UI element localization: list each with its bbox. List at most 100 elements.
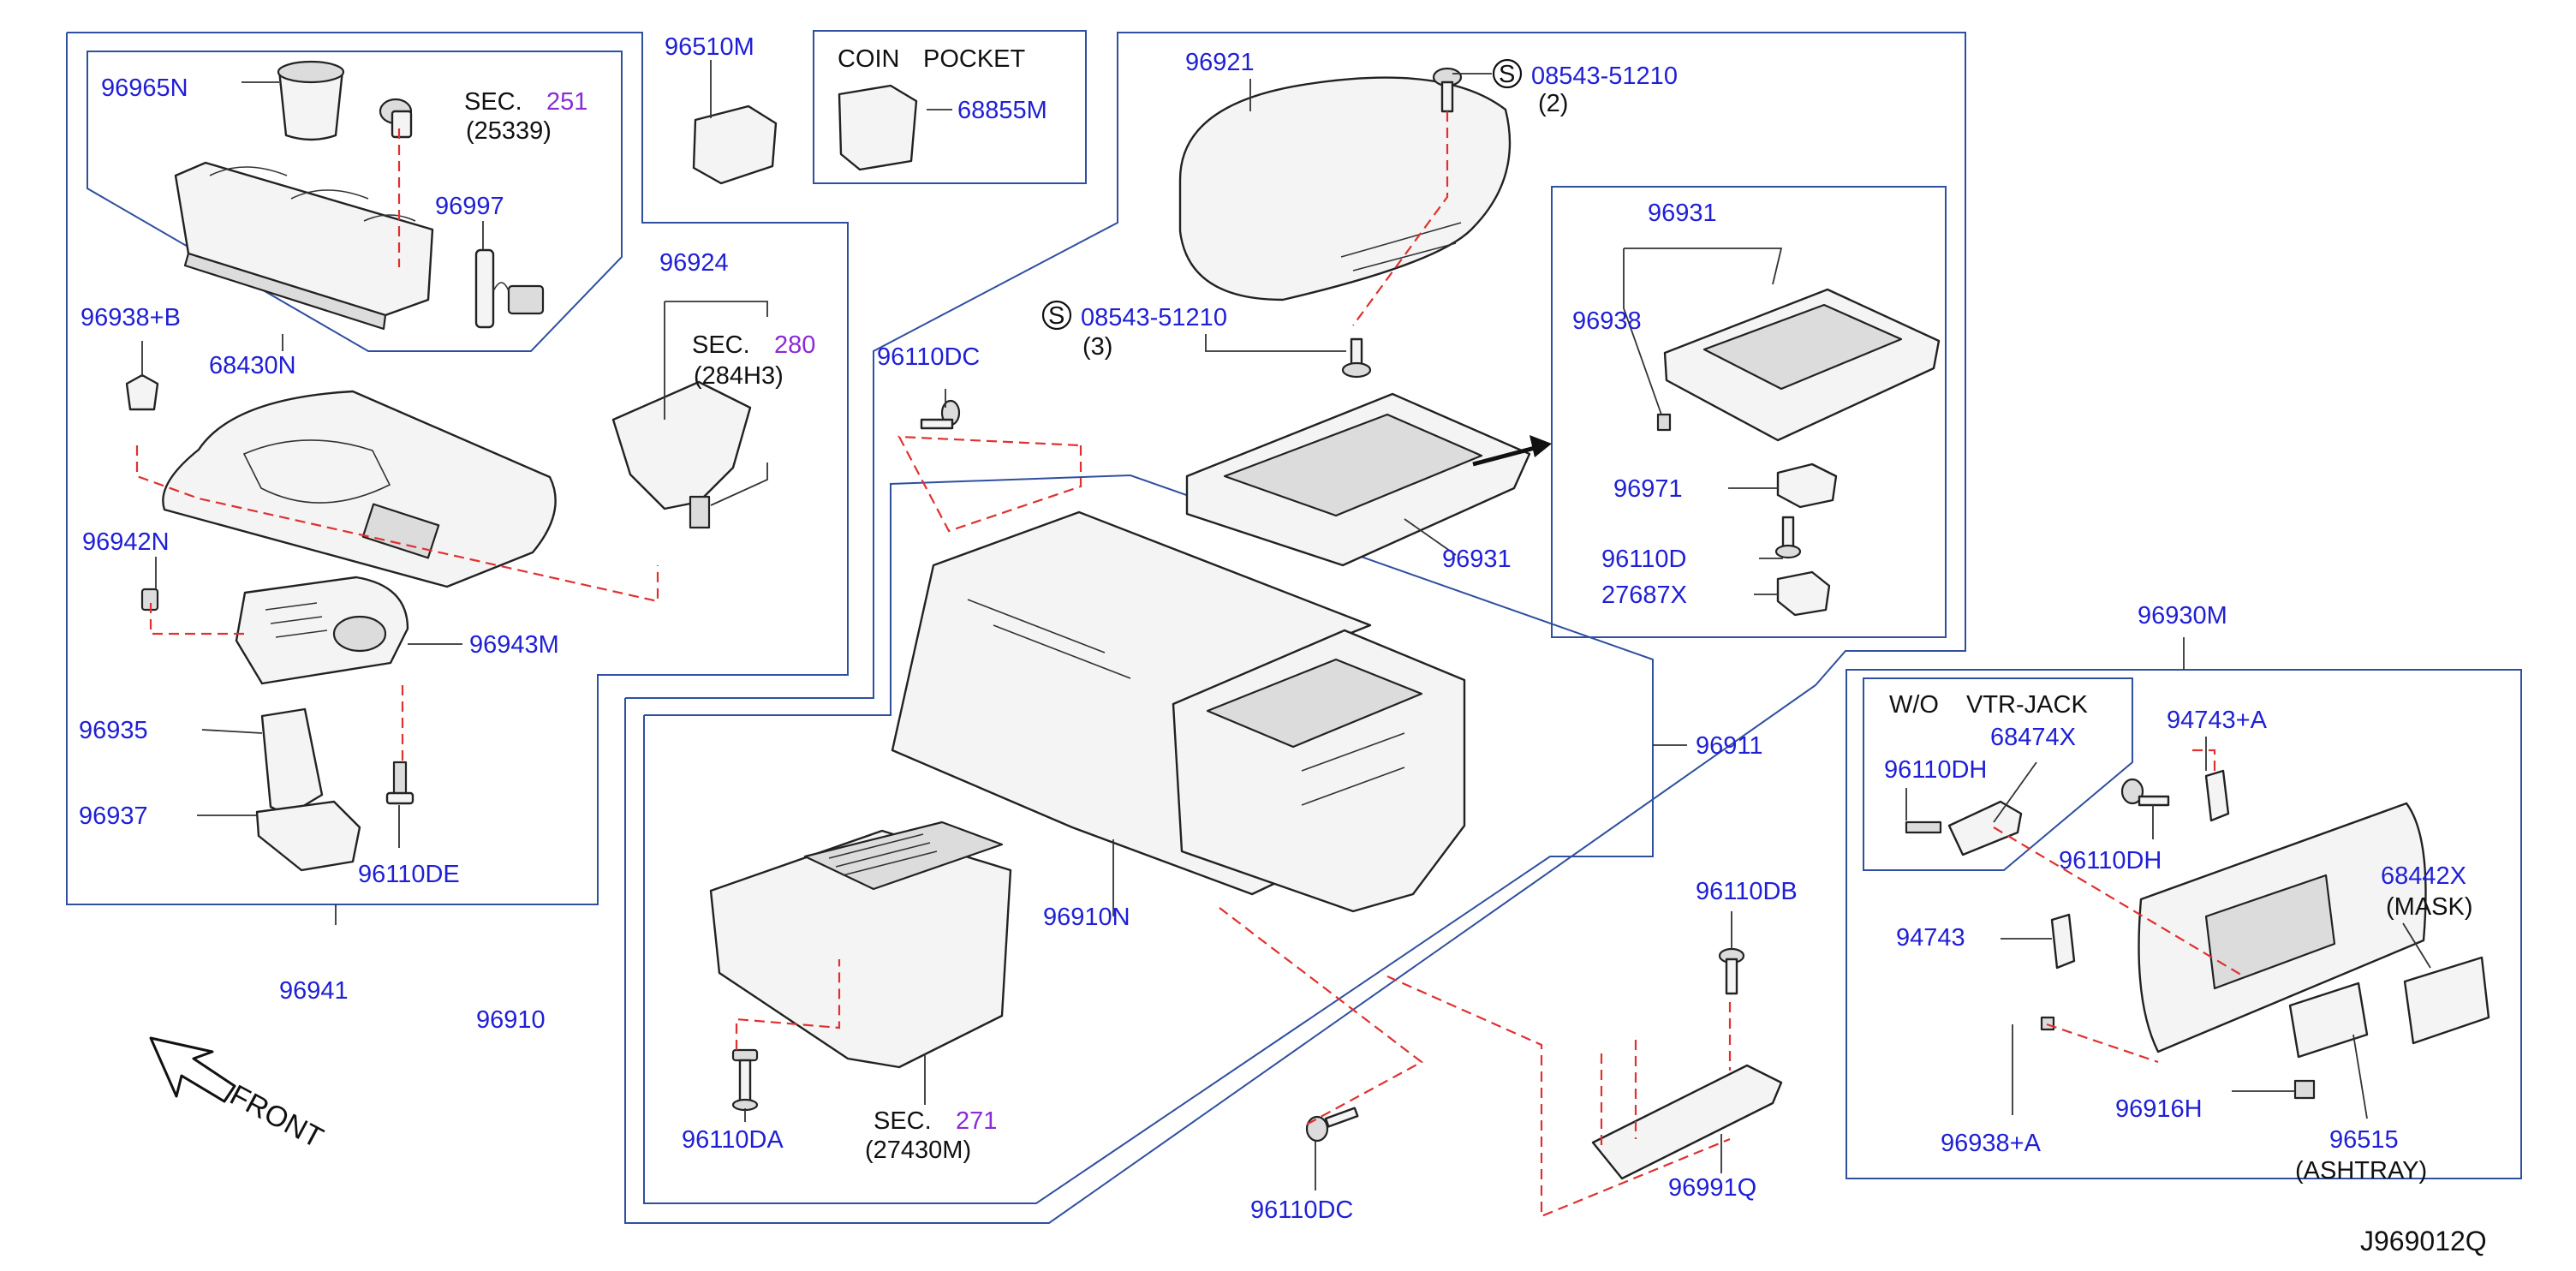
frame-96931 <box>1551 186 1947 638</box>
plug-part <box>474 248 545 329</box>
label-25339: (25339) <box>466 117 552 145</box>
boot-part <box>260 707 324 817</box>
finisher-panel-part <box>162 390 557 588</box>
screw-96110DE-part <box>385 761 414 805</box>
bracket-96937-part <box>255 800 361 872</box>
detail-arrow-head <box>1530 435 1552 457</box>
bolt-96110DA-part <box>731 1048 759 1112</box>
front-indicator: FRONT <box>149 1036 328 1155</box>
bracket-68474X-part <box>1905 800 2023 856</box>
bezel-part <box>235 576 409 685</box>
console-tray-part <box>174 161 434 331</box>
label-96110DB: 96110DB <box>1696 878 1798 905</box>
s-mark-mid <box>1041 300 1072 331</box>
label-pocket: POCKET <box>923 45 1026 73</box>
label-96110DC-top: 96110DC <box>877 343 980 371</box>
label-96935: 96935 <box>79 717 148 744</box>
console-body-part <box>891 510 1466 913</box>
dashed-links <box>135 111 2245 1218</box>
label-96110DC-bot: 96110DC <box>1250 1196 1353 1224</box>
label-27687X: 27687X <box>1601 582 1687 609</box>
label-96910: 96910 <box>476 1006 546 1034</box>
clip-96938A-part <box>2040 1016 2055 1031</box>
label-sec-271: SEC. <box>874 1107 932 1135</box>
label-96997: 96997 <box>435 193 504 220</box>
tray-frame-part <box>1185 392 1531 567</box>
label-96931-box: 96931 <box>1648 200 1717 227</box>
cup-holder-part <box>277 60 345 141</box>
label-wo: W/O <box>1889 691 1939 719</box>
label-96943M: 96943M <box>469 631 559 659</box>
clip-96938-part <box>1656 413 1672 432</box>
connector-27687X-part <box>1776 570 1831 617</box>
screw-96110DC-bot-part <box>1305 1107 1359 1143</box>
power-socket-part <box>379 98 413 139</box>
label-96510M: 96510M <box>665 33 754 61</box>
label-96910N: 96910N <box>1043 904 1130 931</box>
unit-27430M-part <box>709 820 1012 1069</box>
ashtray-96515-part <box>2288 982 2369 1059</box>
parts <box>125 60 2490 1180</box>
s-mark-top <box>1492 58 1523 89</box>
label-68430N: 68430N <box>209 352 296 379</box>
label-vtr-jack: VTR-JACK <box>1966 691 2088 719</box>
harness-94743A-part <box>2204 769 2230 822</box>
box-96924-part <box>611 380 752 529</box>
screw-96110DC-top-part <box>920 399 961 430</box>
screw-mid-part <box>1341 337 1372 379</box>
frame-coin-pocket <box>813 30 1087 184</box>
clip-96916H-part <box>2293 1079 2316 1100</box>
coin-pocket-part <box>838 84 918 171</box>
label-mask: (MASK) <box>2386 893 2473 921</box>
s-mark-mid-text: S <box>1048 302 1064 330</box>
label-qty-2: (2) <box>1538 90 1568 117</box>
label-ashtray: (ASHTRAY) <box>2295 1157 2427 1184</box>
frame-96910 <box>624 32 1966 1224</box>
leader-lines <box>141 60 2431 1190</box>
label-96941: 96941 <box>279 977 349 1005</box>
bracket-96991Q-part <box>1591 1064 1783 1180</box>
label-96921: 96921 <box>1185 49 1255 76</box>
label-sec-280-num: 280 <box>774 331 815 359</box>
label-96924: 96924 <box>659 249 729 277</box>
label-screw-top: 08543-51210 <box>1531 63 1678 90</box>
label-96938-B: 96938+B <box>80 304 181 331</box>
s-mark-top-text: S <box>1499 61 1515 88</box>
label-screw-mid: 08543-51210 <box>1081 304 1227 331</box>
screw-96110DH-part <box>2120 778 2170 807</box>
front-label: FRONT <box>224 1079 328 1155</box>
bolt-96110DB-part <box>1718 947 1745 995</box>
label-96916H: 96916H <box>2115 1095 2203 1123</box>
label-96515: 96515 <box>2329 1126 2399 1154</box>
label-sec-280: SEC. <box>692 331 750 359</box>
armrest-lid-part <box>1178 76 1512 301</box>
label-96965N: 96965N <box>101 75 188 102</box>
label-68442X: 68442X <box>2381 862 2466 890</box>
label-sec-271-num: 271 <box>956 1107 997 1135</box>
harness-94743-part <box>2050 913 2076 970</box>
label-96937: 96937 <box>79 803 148 830</box>
switch-96971-part <box>1776 462 1838 509</box>
lid-detail-part <box>1663 288 1941 442</box>
diagram-code: J969012Q <box>2360 1226 2487 1256</box>
label-68855M: 68855M <box>957 97 1047 124</box>
label-284H3: (284H3) <box>694 362 784 390</box>
label-96911: 96911 <box>1696 732 1763 760</box>
label-96930M: 96930M <box>2138 602 2227 630</box>
frame-96910-inner <box>643 474 1654 1204</box>
label-96110DH: 96110DH <box>2059 847 2162 874</box>
label-qty-3: (3) <box>1082 333 1112 361</box>
pocket-96510M-part <box>692 104 778 185</box>
mask-68442X-part <box>2403 956 2490 1045</box>
label-96942N: 96942N <box>82 528 170 556</box>
label-68474X: 68474X <box>1990 724 2076 751</box>
label-96938-A: 96938+A <box>1941 1130 2042 1157</box>
label-96110DE: 96110DE <box>358 861 460 888</box>
clip-part <box>125 373 159 411</box>
label-96931-mid: 96931 <box>1442 546 1512 573</box>
label-94743: 94743 <box>1896 924 1965 952</box>
frame-96941 <box>66 32 849 905</box>
s-marks: S S <box>1041 58 1523 331</box>
label-sec-251-num: 251 <box>546 88 587 116</box>
